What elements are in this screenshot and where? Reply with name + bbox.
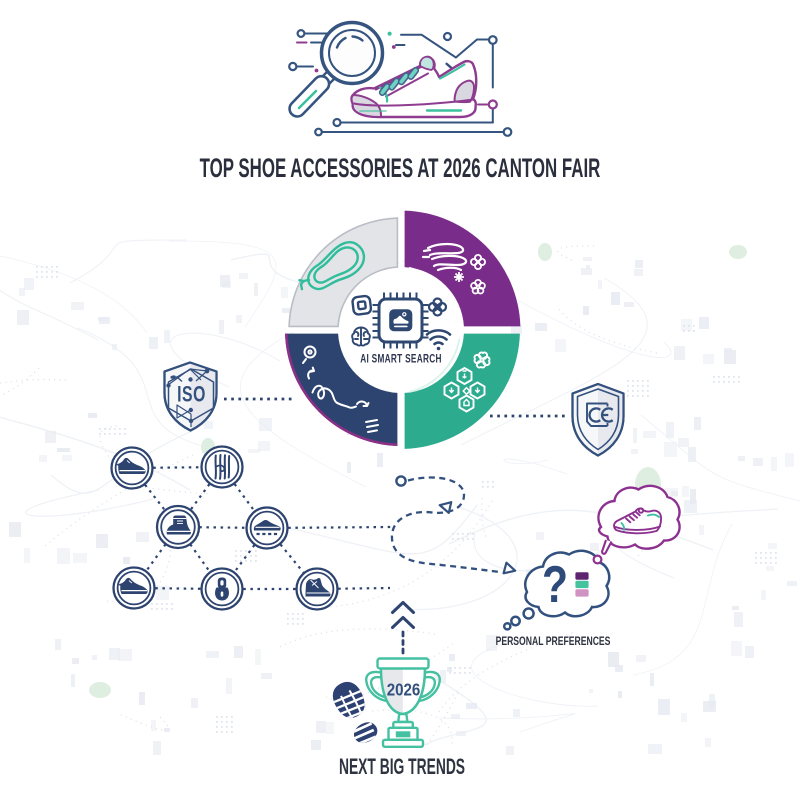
svg-text:?: ? — [542, 556, 568, 614]
svg-text:AI SMART SEARCH: AI SMART SEARCH — [360, 353, 442, 366]
svg-text:ISO: ISO — [177, 382, 206, 407]
svg-text:2026: 2026 — [387, 679, 421, 700]
